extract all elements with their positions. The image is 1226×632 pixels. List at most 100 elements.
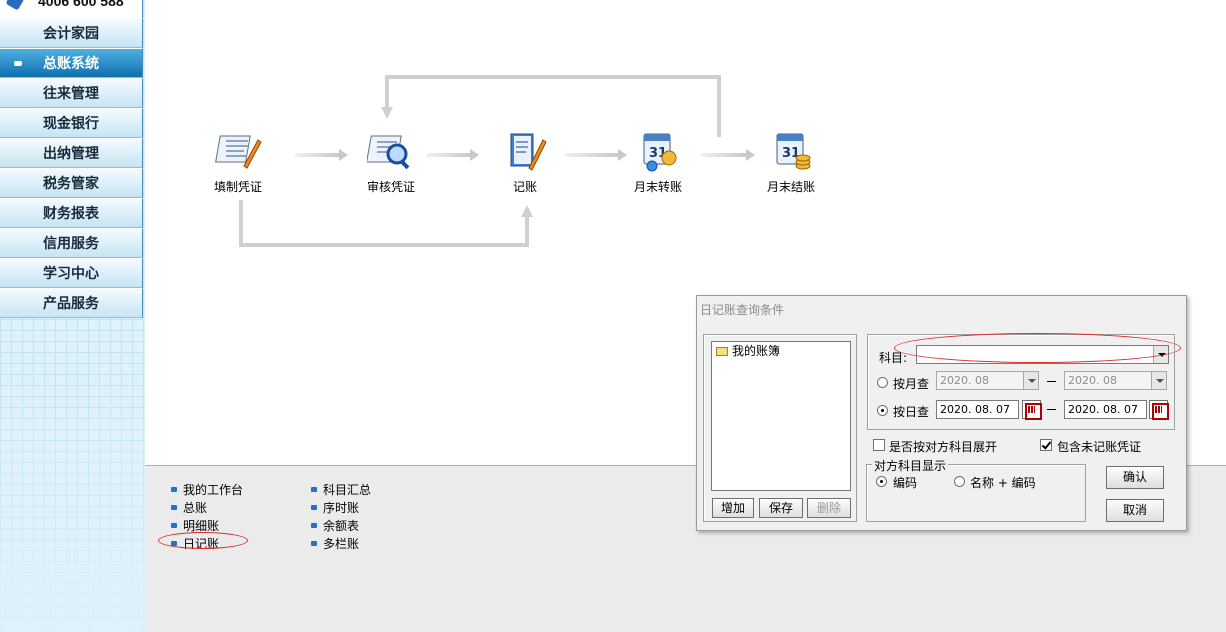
flow-node-label: 记账 xyxy=(512,180,537,194)
dialog-title: 日记账查询条件 xyxy=(700,303,785,317)
bullet-icon xyxy=(171,541,177,546)
month-to-value: 2020. 08 xyxy=(1068,374,1117,387)
bypass-line-left xyxy=(239,200,243,247)
link-detail-ledger[interactable]: 明细账 xyxy=(171,517,219,534)
link-my-workbench[interactable]: 我的工作台 xyxy=(171,481,243,498)
tree-root-item[interactable]: 我的账簿 xyxy=(712,342,850,359)
sidebar-item-label: 总账系统 xyxy=(43,56,99,72)
by-month-radio[interactable] xyxy=(877,377,888,388)
flow-node-label: 月末转账 xyxy=(633,180,682,194)
subject-select[interactable] xyxy=(916,345,1169,364)
flow-node-month-end-close[interactable]: 31 月末结账 xyxy=(751,126,831,195)
flow-node-label: 月末结账 xyxy=(766,180,815,194)
by-day-label: 按日查 xyxy=(893,405,930,419)
confirm-button[interactable]: 确认 xyxy=(1106,466,1164,489)
range-dash xyxy=(1047,381,1056,382)
flow-node-month-end-transfer[interactable]: 31 月末转账 xyxy=(618,126,698,195)
chevron-down-icon[interactable] xyxy=(1153,346,1168,363)
sidebar-item-receivables[interactable]: 往来管理 xyxy=(0,78,143,108)
day-to-value: 2020. 08. 07 xyxy=(1068,403,1138,416)
cancel-button[interactable]: 取消 xyxy=(1106,499,1164,522)
sidebar-menu: 会计家园 总账系统 往来管理 现金银行 出纳管理 税务管家 财务报表 信用服务 … xyxy=(0,18,143,318)
bullet-icon xyxy=(311,487,317,492)
delete-button[interactable]: 删除 xyxy=(807,498,851,518)
flow-node-fill-voucher[interactable]: 填制凭证 xyxy=(198,126,278,195)
sidebar-item-products[interactable]: 产品服务 xyxy=(0,288,143,318)
calendar-icon[interactable] xyxy=(1149,400,1169,420)
by-day-radio[interactable] xyxy=(877,405,888,416)
voucher-pen-icon xyxy=(214,126,262,174)
link-general-ledger[interactable]: 总账 xyxy=(171,499,207,516)
loop-line-right xyxy=(717,75,721,137)
loop-line-top xyxy=(385,75,720,79)
range-dash xyxy=(1047,409,1056,410)
ledger-pen-icon xyxy=(501,126,549,174)
link-label: 明细账 xyxy=(183,519,220,533)
calendar-coins-icon: 31 xyxy=(767,126,815,174)
active-bullet-icon xyxy=(14,61,22,66)
display-code-radio[interactable] xyxy=(876,476,887,487)
bullet-icon xyxy=(171,505,177,510)
sidebar-item-cash-bank[interactable]: 现金银行 xyxy=(0,108,143,138)
sidebar-item-label: 财务报表 xyxy=(43,206,99,222)
day-to-input[interactable]: 2020. 08. 07 xyxy=(1064,400,1147,419)
sidebar-item-label: 产品服务 xyxy=(43,296,99,312)
folder-icon xyxy=(716,347,728,356)
counterpart-display-group xyxy=(866,464,1086,522)
flow-node-label: 填制凭证 xyxy=(213,180,262,194)
sidebar: 4006 600 588 会计家园 总账系统 往来管理 现金银行 出纳管理 税务… xyxy=(0,0,145,632)
expand-by-counterpart-checkbox[interactable] xyxy=(873,439,885,451)
sidebar-item-reports[interactable]: 财务报表 xyxy=(0,198,143,228)
sidebar-item-tax[interactable]: 税务管家 xyxy=(0,168,143,198)
bullet-icon xyxy=(171,523,177,528)
day-from-value: 2020. 08. 07 xyxy=(940,403,1010,416)
ledger-books-tree[interactable]: 我的账簿 xyxy=(711,341,851,491)
save-button[interactable]: 保存 xyxy=(759,498,803,518)
month-from-value: 2020. 08 xyxy=(940,374,989,387)
month-from-select[interactable]: 2020. 08 xyxy=(936,371,1039,390)
display-name-code-radio[interactable] xyxy=(954,476,965,487)
loop-arrow-down-icon xyxy=(381,107,393,119)
link-label: 余额表 xyxy=(323,519,360,533)
sidebar-item-accounting-home[interactable]: 会计家园 xyxy=(0,18,143,48)
sidebar-item-cashier[interactable]: 出纳管理 xyxy=(0,138,143,168)
ledger-books-panel xyxy=(703,334,857,522)
day-from-input[interactable]: 2020. 08. 07 xyxy=(936,400,1019,419)
expand-by-counterpart-label: 是否按对方科目展开 xyxy=(889,440,998,454)
query-conditions-panel xyxy=(867,334,1175,430)
chevron-down-icon[interactable] xyxy=(1023,372,1038,389)
bypass-arrow-up-icon xyxy=(521,205,533,217)
sidebar-item-label: 往来管理 xyxy=(43,86,99,102)
counterpart-display-label: 对方科目显示 xyxy=(872,457,949,474)
link-subject-summary[interactable]: 科目汇总 xyxy=(311,481,371,498)
sidebar-item-learning[interactable]: 学习中心 xyxy=(0,258,143,288)
bullet-icon xyxy=(171,487,177,492)
link-label: 我的工作台 xyxy=(183,483,244,497)
flow-node-post-ledger[interactable]: 记账 xyxy=(485,126,565,195)
bullet-icon xyxy=(311,505,317,510)
bullet-icon xyxy=(311,523,317,528)
link-balance-sheet[interactable]: 余额表 xyxy=(311,517,359,534)
hotline-strip: 4006 600 588 xyxy=(0,0,143,18)
link-label: 序时账 xyxy=(323,501,360,515)
calendar-icon[interactable] xyxy=(1022,400,1042,420)
calendar-transfer-icon: 31 xyxy=(634,126,682,174)
link-label: 日记账 xyxy=(183,537,220,551)
display-name-code-label: 名称 + 编码 xyxy=(970,476,1036,490)
flow-node-review-voucher[interactable]: 审核凭证 xyxy=(351,126,431,195)
include-unposted-checkbox[interactable] xyxy=(1040,439,1052,451)
link-journal[interactable]: 日记账 xyxy=(171,535,219,552)
bypass-line-right xyxy=(525,217,529,247)
flow-arrow-4 xyxy=(701,149,755,161)
link-chronological-ledger[interactable]: 序时账 xyxy=(311,499,359,516)
link-label: 多栏账 xyxy=(323,537,360,551)
month-to-select[interactable]: 2020. 08 xyxy=(1064,371,1167,390)
sidebar-item-general-ledger[interactable]: 总账系统 xyxy=(0,48,143,78)
add-button[interactable]: 增加 xyxy=(712,498,754,518)
review-magnifier-icon xyxy=(366,126,415,174)
link-multi-column-ledger[interactable]: 多栏账 xyxy=(311,535,359,552)
chevron-down-icon[interactable] xyxy=(1151,372,1166,389)
sidebar-item-label: 会计家园 xyxy=(43,26,99,42)
sidebar-item-credit[interactable]: 信用服务 xyxy=(0,228,143,258)
bullet-icon xyxy=(311,541,317,546)
